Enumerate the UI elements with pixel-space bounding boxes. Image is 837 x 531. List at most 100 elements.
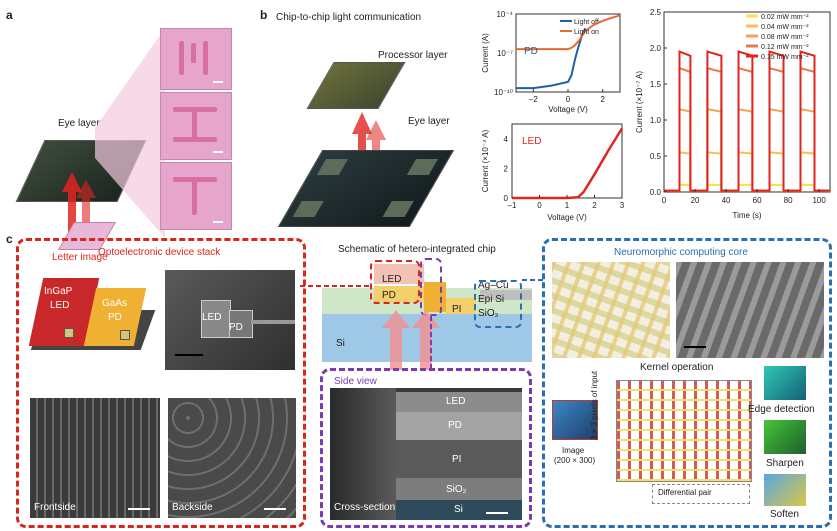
pulse-xtick-5: 100 [812,196,826,205]
sharpen-label: Sharpen [766,458,804,469]
pd-legend-0: Light off [574,19,599,26]
pulse-legend-1: 0.04 mW mm⁻² [761,24,809,31]
panel-a-label: a [6,8,13,22]
pulse-ytick-4: 2.0 [650,44,662,53]
gaas-label: GaAs [102,298,128,309]
cross-section-label: Cross-section [334,502,396,513]
side-view-title: Side view [334,376,377,387]
pd-ytick-0: 10⁻¹⁰ [494,88,513,97]
edge-detection-thumb [764,366,806,400]
neuro-title: Neuromorphic computing core [614,247,748,258]
layer-si: Si [454,504,463,515]
panel-c-label: c [6,232,13,246]
pd-xtick-1: 0 [566,95,571,104]
schematic-title: Schematic of hetero-integrated chip [338,244,496,255]
sch-episi-label: Epi Si [478,294,505,305]
led-ytick-1: 2 [504,164,509,173]
side-view-box [320,368,532,528]
pd-series-1 [516,14,621,51]
led-xtick-2: 1 [565,201,570,210]
panel-b-label: b [260,8,268,22]
pd-series-0 [516,27,587,90]
optoelectronic-stack-box [16,238,306,528]
eye-layer-label: Eye layer [58,118,100,129]
led-label: LED [50,300,70,311]
eye-layer-chip-b [277,150,455,227]
pulse-ytick-1: 0.5 [650,152,662,161]
sem-led-label: LED [202,312,222,323]
pd-xtick-0: –2 [529,95,538,104]
sch-pi-label: PI [452,304,462,315]
pulse-plot-frame [663,11,831,193]
led-series-0 [512,127,624,200]
pd-ytick-2: 10⁻⁴ [496,10,513,19]
layer-pi: PI [452,454,462,465]
pd-annotation: PD [524,46,538,57]
sem-backside: Backside [168,398,296,518]
device-3d: InGaP LED GaAs PD [28,270,156,370]
pulse-series-4 [664,50,830,192]
pulse-series-3 [664,66,830,192]
led-xlabel: Voltage (V) [547,213,587,222]
led-ytick-0: 0 [504,194,509,203]
kernel-crossbar [616,380,752,482]
letter-micrograph-i [160,92,232,160]
crossbar-sem [676,262,824,358]
image-label: Image [562,446,585,455]
sch-led-label: LED [382,274,402,285]
sem-device: LED PD [165,270,295,370]
backside-label: Backside [172,502,213,513]
pd-ylabel: Current (A) [481,33,490,73]
pixels-input-label: 3 × 3 pixels of input [590,370,599,440]
edge-detection-label: Edge detection [748,404,815,415]
processor-layer-chip [306,62,406,109]
led-xtick-4: 3 [620,201,625,210]
letter-micrograph-t [160,162,232,230]
led-xtick-0: –1 [508,201,517,210]
sem-pd-label: PD [229,322,243,333]
pulse-legend-4: 0.15 mW mm⁻² [761,54,809,61]
eye-layer-label-b: Eye layer [408,116,450,127]
differential-pair-box [652,484,750,504]
kernel-operation-label: Kernel operation [640,362,714,373]
input-image [552,400,598,440]
sem-frontside: Frontside [30,398,160,518]
pulse-xlabel: Time (s) [732,211,761,220]
pulse-ytick-5: 2.5 [650,8,662,17]
image-size-label: (200 × 300) [554,456,596,465]
connector-lines [300,279,545,368]
led-ytick-2: 4 [504,135,509,144]
sch-purple-marker [420,258,442,316]
pulse-xtick-3: 60 [753,196,762,205]
light-arrows [62,172,96,232]
comm-arrows [352,112,386,172]
sch-pd-label: PD [382,290,396,301]
letter-micrograph-m [160,28,232,90]
sch-arrows [382,310,440,370]
differential-pair-label: Differential pair [658,488,712,497]
pd-xlabel: Voltage (V) [548,105,588,114]
panel-b-title: Chip-to-chip light communication [276,12,422,23]
pulse-series-0 [664,183,830,192]
pulse-xtick-4: 80 [784,196,793,205]
led-xtick-1: 0 [537,201,542,210]
pd-xtick-2: 2 [600,95,605,104]
zoom-wedge [95,28,165,238]
layer-pd: PD [448,420,462,431]
pulse-legend-0: 0.02 mW mm⁻² [761,14,809,21]
sch-red-marker [370,260,420,304]
led-ylabel: Current (×10⁻⁴ A) [481,129,490,192]
pulse-legend-2: 0.08 mW mm⁻² [761,34,809,41]
pd-legend-1: Light on [574,29,599,36]
pulse-ytick-3: 1.5 [650,80,662,89]
crossbar-3d [552,262,670,358]
frontside-label: Frontside [34,502,76,513]
pulse-series-2 [664,107,830,192]
layer-led: LED [446,396,466,407]
letter-image-label: Letter image [52,252,108,263]
cross-section-image: LED PD PI SiO₂ Si Cross-section [330,388,522,520]
layer-sio2: SiO₂ [446,484,467,495]
pulse-ylabel: Current (×10⁻⁷ A) [635,71,644,133]
pd-pulse-chart: 0.02 mW mm⁻²0.04 mW mm⁻²0.08 mW mm⁻²0.12… [635,8,831,220]
